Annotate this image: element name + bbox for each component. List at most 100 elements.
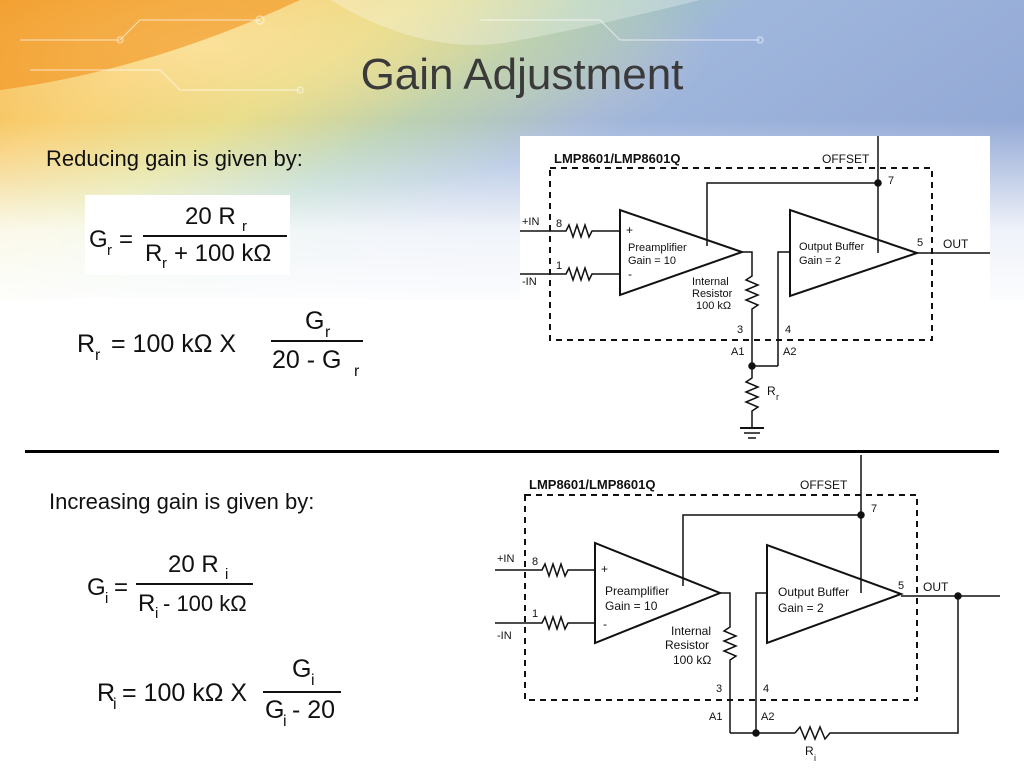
pin1-label: 1 <box>532 608 538 620</box>
buffer-label: Output Buffer <box>799 241 865 253</box>
formula-denominator-subscript: i <box>283 713 287 730</box>
minus-sign: - <box>628 267 632 281</box>
reducing-gain-formula: G r = 20 R r R r + 100 kΩ <box>85 195 290 275</box>
internal-label: Internal <box>671 624 711 638</box>
ri-subscript: i <box>814 753 816 763</box>
formula-denominator-subscript: i <box>155 605 158 622</box>
formula-numerator-subscript: r <box>325 324 331 341</box>
in-plus-label: +IN <box>522 216 539 228</box>
formula-lhs-subscript: i <box>113 696 117 713</box>
resistance-value-label: 100 kΩ <box>696 300 731 312</box>
increasing-gain-schematic: LMP8601/LMP8601Q OFFSET 7 +IN 8 -IN 1 + … <box>495 455 1000 768</box>
resistor-label: Resistor <box>665 638 709 652</box>
preamplifier-triangle <box>619 208 746 297</box>
formula-denominator-tail: - 100 kΩ <box>163 591 247 616</box>
formula-numerator: 20 R <box>168 551 219 578</box>
junction-dot <box>752 729 760 737</box>
formula-numerator-subscript: i <box>311 672 315 689</box>
formula-middle: = 100 kΩ X <box>111 330 236 358</box>
in-plus-label: +IN <box>497 553 514 565</box>
formula-denominator-r: R <box>138 590 155 617</box>
chip-label: LMP8601/LMP8601Q <box>554 151 680 166</box>
chip-label: LMP8601/LMP8601Q <box>529 477 655 492</box>
section-divider <box>25 450 999 453</box>
out-label: OUT <box>923 580 949 594</box>
pin8-label: 8 <box>556 218 562 230</box>
pin3-label: 3 <box>716 683 722 695</box>
formula-denominator-tail: - 20 <box>292 696 335 724</box>
rr-label: R <box>767 384 776 398</box>
reducing-gain-caption: Reducing gain is given by: <box>46 146 303 171</box>
input-minus-resistor <box>495 614 595 632</box>
a2-label: A2 <box>761 711 774 723</box>
a1-label: A1 <box>731 346 744 358</box>
preamp-gain-label: Gain = 10 <box>605 599 658 613</box>
pin3-label: 3 <box>737 324 743 336</box>
formula-denominator-tail: + 100 kΩ <box>174 240 271 267</box>
formula-lhs: R <box>77 330 95 358</box>
increasing-resistor-formula: R i = 100 kΩ X G i G i - 20 <box>95 648 343 733</box>
formula-numerator: G <box>305 307 324 335</box>
rr-subscript: r <box>776 392 779 402</box>
formula-denominator-r: R <box>145 240 162 267</box>
output-buffer-triangle <box>766 543 904 645</box>
formula-denominator-subscript: r <box>162 255 167 272</box>
input-plus-resistor <box>495 561 595 579</box>
internal-resistor <box>720 592 738 733</box>
pin8-label: 8 <box>532 556 538 568</box>
a1-label: A1 <box>709 711 722 723</box>
a2-label: A2 <box>783 346 796 358</box>
offset-label: OFFSET <box>800 478 848 492</box>
preamp-label: Preamplifier <box>605 584 669 598</box>
formula-middle: = 100 kΩ X <box>122 679 247 707</box>
pin4-label: 4 <box>763 683 769 695</box>
increasing-gain-formula: G i = 20 R i R i - 100 kΩ <box>85 545 255 623</box>
slide-title: Gain Adjustment <box>360 50 684 99</box>
pin4-label: 4 <box>785 324 791 336</box>
formula-lhs-subscript: i <box>105 590 108 607</box>
buffer-input-wire <box>777 251 790 366</box>
formula-numerator-subscript: i <box>225 566 228 583</box>
input-minus-resistor <box>520 265 620 283</box>
formula-lhs-subscript: r <box>95 347 101 364</box>
internal-label: Internal <box>692 276 729 288</box>
internal-resistor <box>742 251 760 366</box>
out-label: OUT <box>943 237 969 251</box>
ri-label: R <box>805 744 814 758</box>
formula-numerator-subscript: r <box>242 218 247 235</box>
formula-lhs: G <box>87 574 106 601</box>
buffer-label: Output Buffer <box>778 585 849 599</box>
formula-lhs: G <box>89 226 108 253</box>
buffer-input-wire <box>755 592 767 733</box>
preamp-gain-label: Gain = 10 <box>628 255 676 267</box>
in-minus-label: -IN <box>522 276 537 288</box>
ri-resistor <box>794 596 959 741</box>
rr-resistor <box>744 366 760 428</box>
buffer-gain-label: Gain = 2 <box>799 255 841 267</box>
preamplifier-triangle <box>594 541 723 645</box>
feedback-wire <box>706 182 878 246</box>
pin7-label: 7 <box>888 175 894 187</box>
preamp-label: Preamplifier <box>628 242 687 254</box>
chip-outline <box>549 167 933 341</box>
plus-sign: + <box>601 562 608 576</box>
input-plus-resistor <box>520 222 620 240</box>
formula-numerator: 20 R <box>185 203 236 230</box>
formula-numerator: G <box>292 655 311 683</box>
formula-denominator: 20 - G <box>272 346 341 374</box>
resistance-value-label: 100 kΩ <box>673 653 711 667</box>
output-buffer-triangle <box>789 208 921 298</box>
formula-equals: = <box>119 226 133 253</box>
pin5-label: 5 <box>898 580 904 592</box>
pin5-label: 5 <box>917 237 923 249</box>
formula-denominator: G <box>265 696 284 724</box>
pin7-label: 7 <box>871 503 877 515</box>
formula-denominator-subscript: r <box>354 363 360 380</box>
chip-outline <box>524 494 918 701</box>
increasing-gain-caption: Increasing gain is given by: <box>49 489 315 514</box>
plus-sign: + <box>626 223 633 237</box>
formula-lhs: R <box>97 679 115 707</box>
feedback-wire <box>682 514 861 586</box>
pin1-label: 1 <box>556 260 562 272</box>
